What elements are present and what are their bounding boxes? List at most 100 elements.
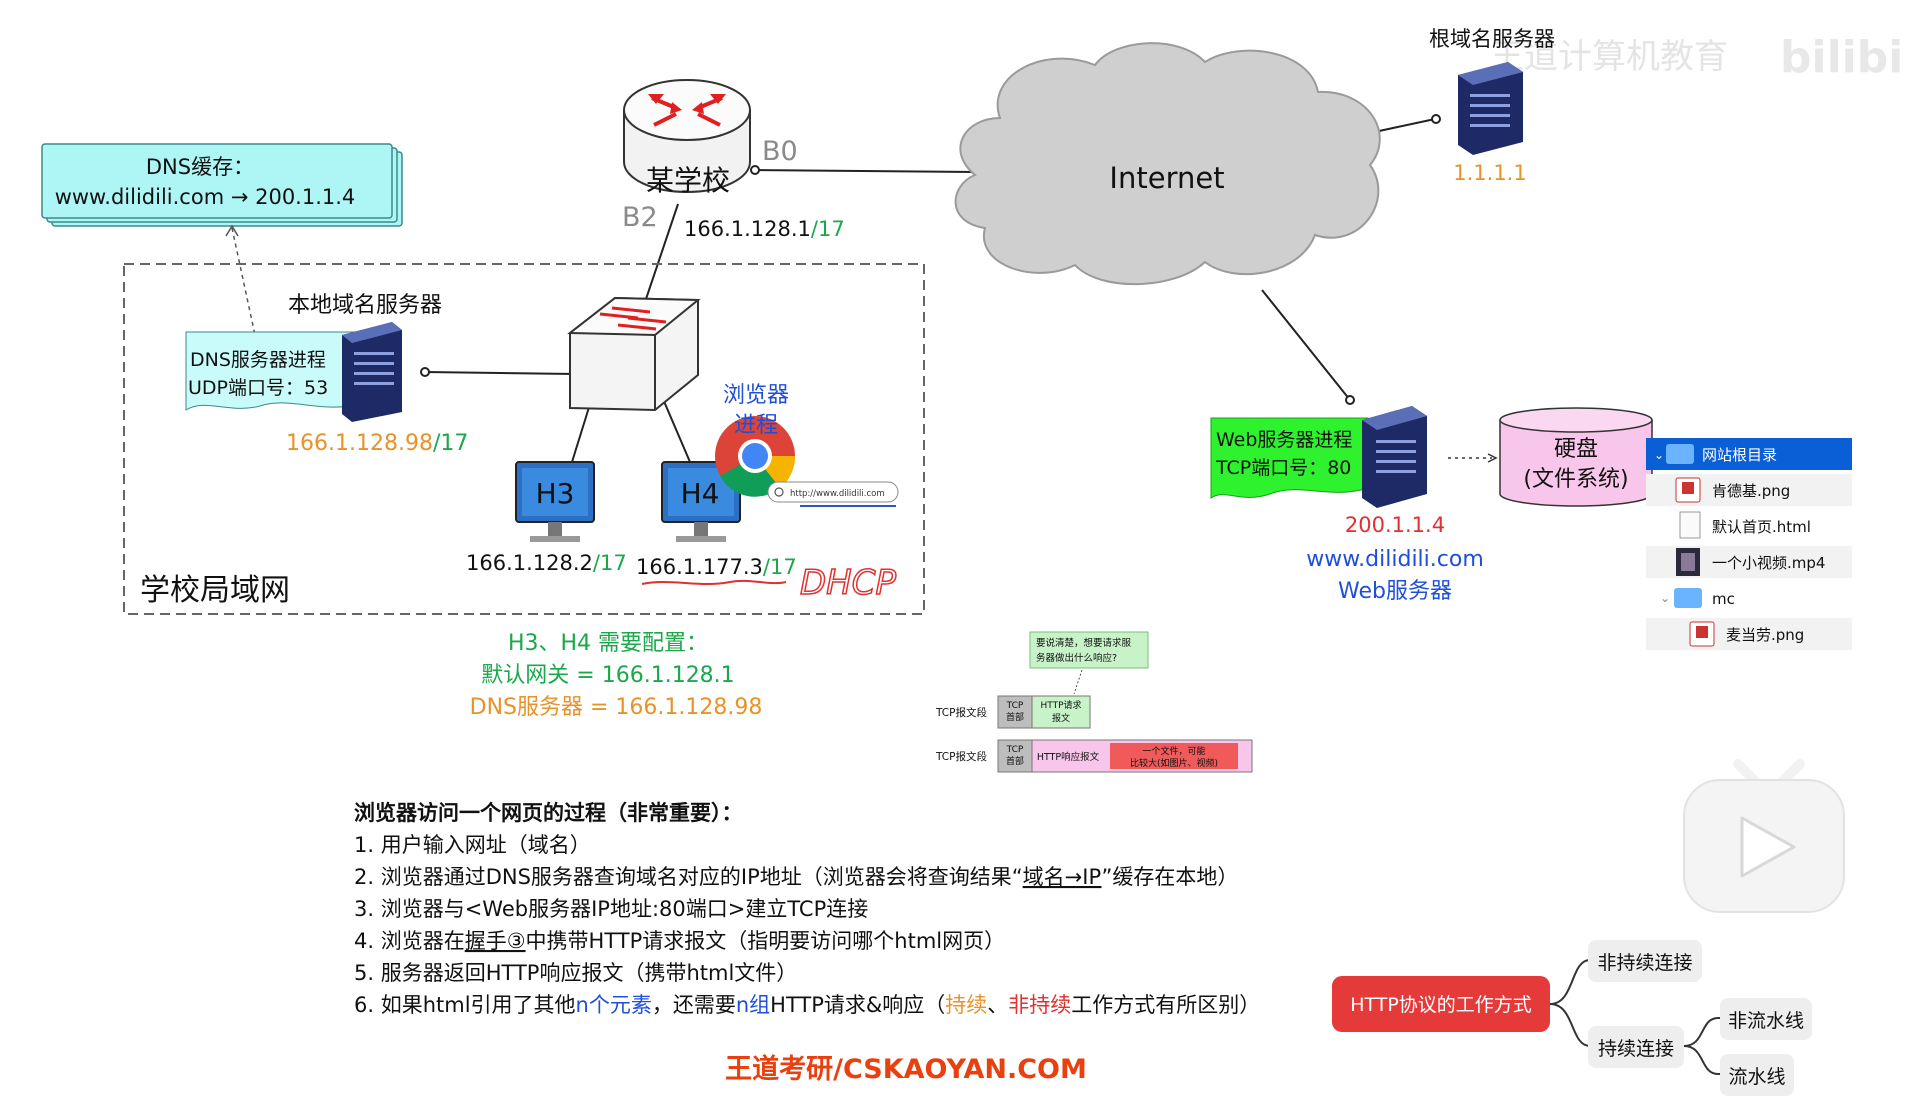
folder-icon: [1666, 444, 1694, 464]
switch-icon: [567, 296, 701, 412]
cache-link-arrow: [225, 224, 239, 237]
web-server-label: Web服务器: [1338, 579, 1452, 604]
link-router-switch: [644, 203, 679, 303]
router-icon: [623, 79, 751, 193]
web-server-icon: [1362, 406, 1427, 508]
host-h4-ip: 166.1.177.3: [636, 555, 763, 579]
local-dns-process-note: DNS服务器进程 UDP端口号：53: [185, 331, 361, 411]
dns-process-line2: UDP端口号：53: [188, 377, 328, 399]
file-name: 一个小视频.mp4: [1712, 554, 1825, 572]
web-process-line2: TCP端口号：80: [1215, 457, 1351, 479]
folder-icon: [1674, 588, 1702, 608]
host-h3-icon: [515, 461, 595, 542]
disk-line1: 硬盘: [1554, 437, 1598, 462]
root-dns-title: 根域名服务器: [1429, 27, 1555, 51]
tcp-header-box: [997, 739, 1033, 773]
ip-underline-handwritten: [641, 579, 787, 585]
http-request-box: [1031, 695, 1091, 729]
dns-process-line1: DNS服务器进程: [190, 349, 326, 371]
tcp-segment-diagram: 要说清楚，想要请求服 务器做出什么响应? TCP报文段 TCP 首部 HTTP请…: [935, 631, 1253, 773]
step-6: 6. 如果html引用了其他n个元素，还需要n组HTTP请求&响应（持续、非持续…: [354, 993, 1260, 1017]
tcp-seg-label: TCP报文段: [935, 706, 987, 719]
tcp-seg-label: TCP报文段: [935, 750, 987, 763]
pipeline-box: [1720, 1054, 1794, 1096]
dhcp-handwritten: DHCP: [800, 563, 896, 603]
html-file-icon: [1679, 511, 1701, 539]
link-internet-web: [1261, 289, 1351, 401]
web-process-note: Web服务器进程 TCP端口号：80: [1210, 417, 1369, 499]
local-dns-server-icon: [342, 322, 402, 422]
router-name: 某学校: [646, 164, 730, 197]
video-app-logo: [1683, 759, 1845, 913]
svg-text:HTTP请求: HTTP请求: [1040, 699, 1081, 711]
router-ip: 166.1.128.1: [684, 217, 811, 241]
svg-text:166.1.128.1/17: 166.1.128.1/17: [684, 217, 845, 241]
step-1: 1. 用户输入网址（域名）: [354, 833, 591, 857]
footer-brand: 王道考研/CSKAOYAN.COM: [725, 1053, 1087, 1085]
host-h3-ip: 166.1.128.2: [466, 551, 593, 575]
watermark-text: 王道计算机教育: [1490, 37, 1728, 77]
step-2: 2. 浏览器通过DNS服务器查询域名对应的IP地址（浏览器会将查询结果“域名→I…: [354, 865, 1238, 889]
tcp-header-box: [997, 695, 1033, 729]
port-dot: [750, 165, 760, 175]
persistent-box: [1588, 1026, 1684, 1068]
pipeline-label: 流水线: [1728, 1066, 1785, 1088]
underlined-text: 握手③: [465, 929, 526, 953]
school-lan-box: [123, 263, 925, 615]
chrome-browser-icon: [715, 416, 796, 497]
config-gateway: 默认网关 = 166.1.128.1: [481, 663, 734, 688]
dns-cache-entry: www.dilidili.com → 200.1.1.4: [55, 185, 356, 209]
http-modes-root: HTTP协议的工作方式: [1350, 994, 1532, 1016]
school-lan-label: 学校局域网: [140, 573, 290, 608]
host-h4-name: H4: [681, 477, 720, 510]
root-dns-server-icon: [1458, 62, 1523, 155]
router-port-b2: B2: [622, 202, 658, 233]
non-persistent-label: 非持续连接: [1597, 952, 1692, 974]
file-payload-box: [1110, 743, 1238, 769]
file-tree-root: 网站根目录: [1702, 446, 1777, 464]
port-dot: [420, 367, 430, 377]
dns-cache-title: DNS缓存：: [146, 155, 254, 179]
http-modes-root-box: [1332, 976, 1550, 1032]
host-h4-mask: /17: [763, 555, 797, 579]
local-dns-mask: /17: [433, 431, 468, 456]
disk-cylinder-icon: [1499, 407, 1653, 507]
local-dns-title: 本地域名服务器: [288, 293, 442, 318]
svg-text:报文: 报文: [1052, 712, 1070, 724]
play-icon: [1740, 816, 1796, 878]
web-server-domain: www.dilidili.com: [1306, 547, 1484, 572]
host-h3-name: H3: [536, 477, 575, 510]
http-modes-mindmap: HTTP协议的工作方式 非持续连接 持续连接 非流水线 流水线: [1332, 940, 1812, 1096]
tcp-note-line1: 要说清楚，想要请求服: [1036, 637, 1132, 649]
root-dns-ip: 1.1.1.1: [1453, 161, 1526, 185]
svg-text:一个文件，可能: 一个文件，可能: [1142, 745, 1205, 757]
link-switch-h4: [659, 391, 691, 463]
browser-url: http://www.dilidili.com: [790, 489, 885, 499]
port-dot: [1345, 395, 1355, 405]
internet-label: Internet: [1109, 161, 1224, 195]
non-pipeline-label: 非流水线: [1728, 1010, 1804, 1032]
underlined-text: 域名→IP: [1023, 865, 1102, 889]
file-tree: ⌄ 网站根目录 肯德基.png 默认首页.html 一个小视频.mp4 ⌄ mc…: [1646, 438, 1852, 650]
file-name: 肯德基.png: [1712, 482, 1790, 500]
disk-line2: (文件系统): [1523, 467, 1628, 492]
step-5: 5. 服务器返回HTTP响应报文（携带html文件）: [354, 961, 797, 985]
file-name: mc: [1712, 590, 1735, 608]
host-h3-mask: /17: [593, 551, 627, 575]
svg-text:HTTP响应报文: HTTP响应报文: [1037, 751, 1100, 763]
router-mask: /17: [811, 217, 845, 241]
link-dns-switch: [424, 371, 576, 375]
svg-text:首部: 首部: [1006, 711, 1024, 723]
cache-link-dotted: [231, 227, 256, 336]
svg-text:首部: 首部: [1006, 755, 1024, 767]
internet-cloud: Internet: [954, 42, 1381, 286]
watermark-logo: bilibili: [1780, 32, 1906, 83]
web-server-ip: 200.1.1.4: [1345, 513, 1445, 537]
file-name: 麦当劳.png: [1726, 626, 1804, 644]
router-port-b0: B0: [762, 136, 798, 167]
web-process-line1: Web服务器进程: [1216, 429, 1352, 451]
browser-address-bar: http://www.dilidili.com: [767, 481, 899, 507]
svg-text:TCP: TCP: [1006, 745, 1024, 755]
persistent-label: 持续连接: [1598, 1038, 1674, 1060]
steps-list: 浏览器访问一个网页的过程（非常重要）： 1. 用户输入网址（域名） 2. 浏览器…: [354, 801, 1260, 1017]
